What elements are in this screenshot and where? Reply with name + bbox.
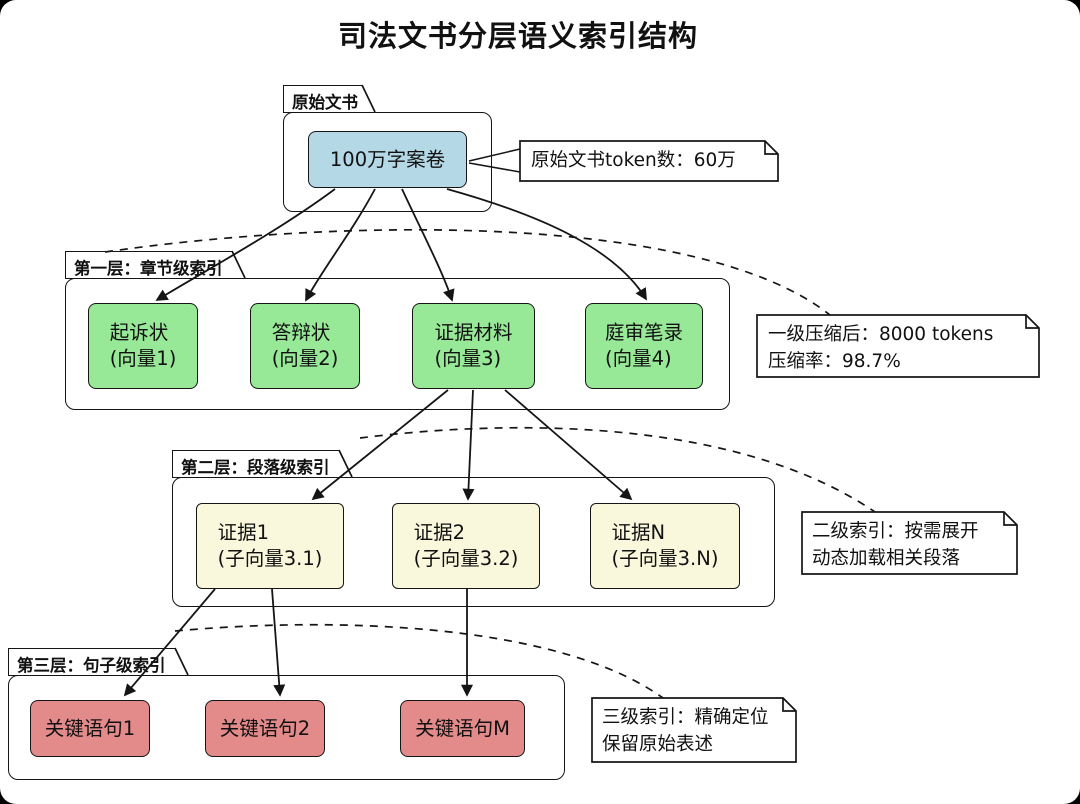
- note-level2-index: 二级索引：按需展开 动态加载相关段落: [812, 521, 979, 569]
- node-defense: 答辩状 (向量2): [250, 303, 360, 389]
- node-source-case-file: 100万字案卷: [308, 131, 467, 188]
- note-shapes: [519, 140, 1040, 763]
- node-evidence-1: 证据1 (子向量3.1): [196, 503, 344, 589]
- note-level3-index: 三级索引：精确定位 保留原始表述: [602, 707, 769, 755]
- group-layer3-label: 第三层：句子级索引: [8, 648, 188, 676]
- node-key-sentence-2: 关键语句2: [205, 700, 325, 757]
- node-evidence-2: 证据2 (子向量3.2): [392, 503, 540, 589]
- diagram-title: 司法文书分层语义索引结构: [337, 19, 698, 53]
- group-layer1-label: 第一层：章节级索引: [65, 251, 245, 279]
- node-key-sentence-1: 关键语句1: [30, 700, 150, 757]
- node-complaint: 起诉状 (向量1): [88, 303, 198, 389]
- node-evidence-n: 证据N (子向量3.N): [590, 503, 740, 589]
- group-layer2-label: 第二层：段落级索引: [172, 450, 352, 478]
- node-court-record: 庭审笔录 (向量4): [585, 303, 703, 389]
- note-level1-compression: 一级压缩后：8000 tokens 压缩率：98.7%: [768, 324, 994, 372]
- node-evidence-material: 证据材料 (向量3): [412, 303, 535, 389]
- group-source-label: 原始文书: [283, 85, 375, 113]
- node-key-sentence-m: 关键语句M: [400, 700, 525, 757]
- note-source-tokens: 原始文书token数：60万: [531, 150, 736, 171]
